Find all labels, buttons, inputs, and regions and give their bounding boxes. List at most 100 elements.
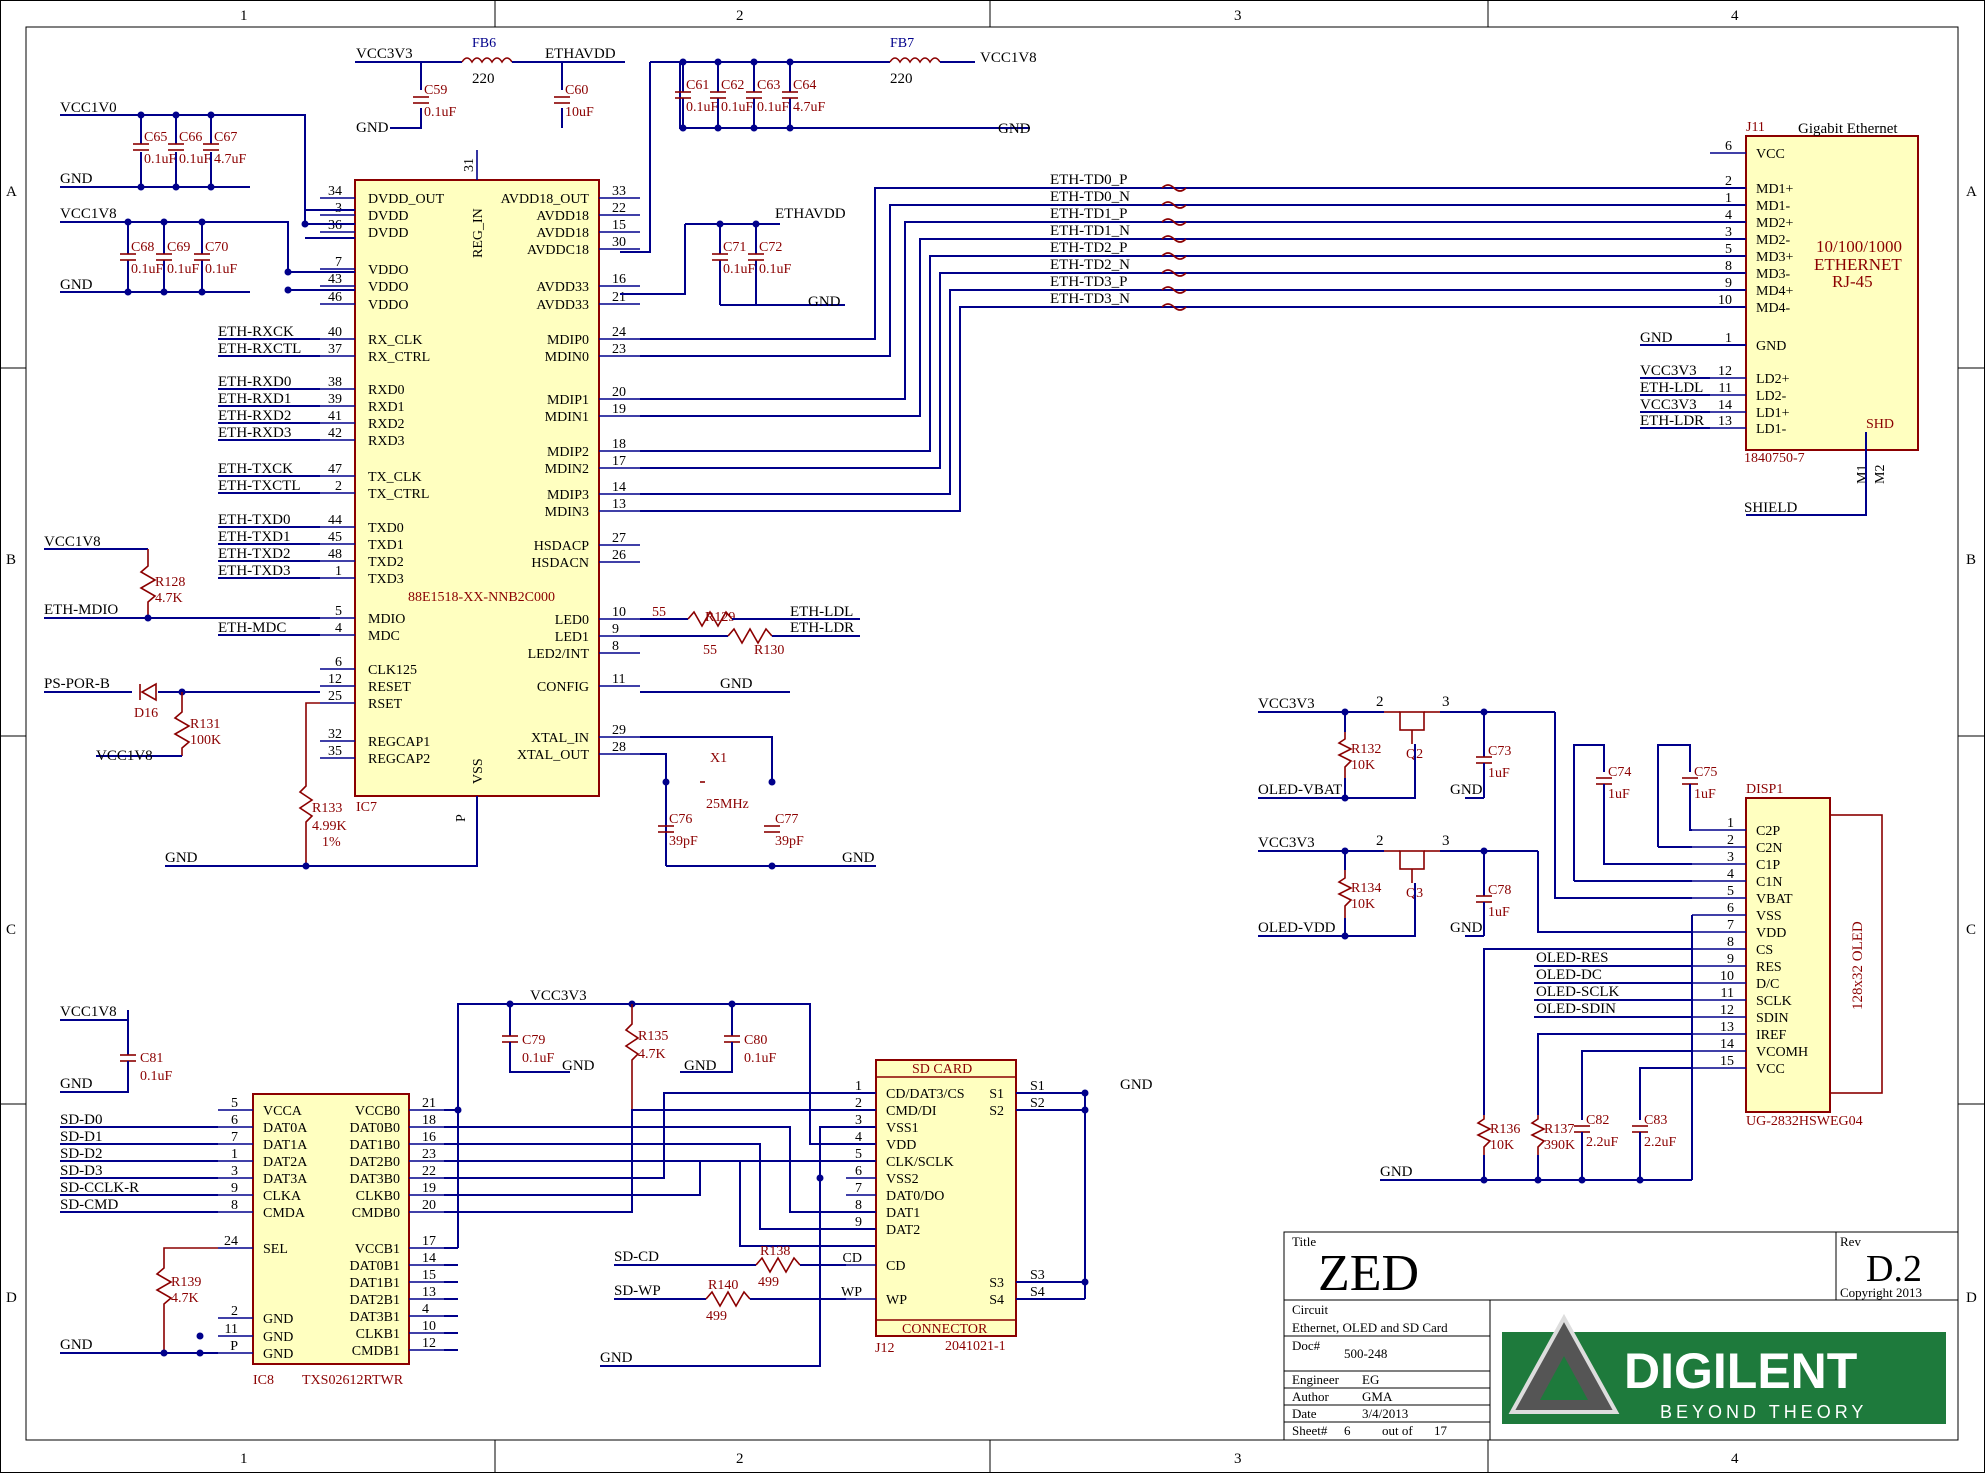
ic7-pin-num: 25: [328, 689, 342, 704]
oled-vbat-label: OLED-VBAT: [1258, 782, 1342, 798]
vcc1v8-label: VCC1V8: [60, 1004, 117, 1020]
oled-pin-num: 14: [1720, 1037, 1734, 1052]
cap-value: 0.1uF: [131, 262, 164, 277]
gnd-label: GND: [1450, 920, 1483, 936]
oled-pin-name: VCOMH: [1756, 1045, 1808, 1060]
shield-num: S3: [1030, 1268, 1045, 1283]
vcc1v8-label: VCC1V8: [96, 748, 153, 764]
disp1-body: [1745, 797, 1831, 1113]
r129-ref: R129: [705, 610, 735, 625]
j12-pin-name: DAT1: [886, 1206, 920, 1221]
mdi-trace: [640, 272, 1746, 469]
xtal-in: [640, 736, 773, 780]
junction-dot: [1081, 1106, 1089, 1114]
row-label-a: A: [6, 184, 17, 200]
ic7-pin-name: TXD0: [368, 521, 404, 536]
junction-dot: [714, 58, 722, 66]
fb7-value: 220: [890, 71, 913, 87]
res-body: [1476, 1115, 1492, 1155]
ic8-pin-name: DAT2B1: [349, 1293, 400, 1308]
cap-value: 0.1uF: [144, 152, 177, 167]
ic8-pin-num: 1: [231, 1147, 238, 1162]
cap-ref: C70: [205, 240, 228, 255]
net-label: ETH-TXD2: [218, 546, 290, 562]
ic7-pin-name: HSDACN: [531, 556, 589, 571]
junction-dot: [750, 58, 758, 66]
sd-net-label: SD-D0: [60, 1112, 103, 1128]
ic7-pin-name: MDIN1: [545, 410, 589, 425]
cap-ref: C66: [179, 130, 202, 145]
net-label: ETH-RXD3: [218, 425, 291, 441]
ic8-pin-num: 17: [422, 1234, 436, 1249]
sd-wp-label: SD-WP: [614, 1283, 661, 1299]
ic7-pin-name: MDIN2: [545, 462, 589, 477]
cap-value: 2.2uF: [1644, 1135, 1677, 1150]
j12-pin-num: WP: [841, 1285, 862, 1300]
ic7-pin-name: MDC: [368, 629, 400, 644]
oled-pin-num: 7: [1727, 918, 1734, 933]
circuit-value: Ethernet, OLED and SD Card: [1292, 1320, 1448, 1335]
junction-dot: [679, 58, 687, 66]
j12-pin-name: CD/DAT3/CS: [886, 1087, 965, 1102]
j11-led-label: VCC3V3: [1640, 363, 1697, 379]
j12-pin-num: 4: [855, 1130, 862, 1145]
cap-value: 1uF: [1488, 905, 1510, 920]
res-ref: R136: [1490, 1122, 1520, 1137]
j11-led-label: ETH-LDL: [1640, 380, 1703, 396]
oled-pin-name: SDIN: [1756, 1011, 1789, 1026]
j12-pin-num: 9: [855, 1215, 862, 1230]
j11-m1: M1: [1855, 465, 1870, 484]
sd-bus-trace: [444, 1092, 876, 1179]
gnd-label: GND: [1450, 782, 1483, 798]
c75-wire-b: [1689, 784, 1692, 831]
ic8-pin-name: CMDA: [263, 1206, 306, 1221]
d16-diode: [140, 682, 157, 702]
j11-pin-name: MD2+: [1756, 216, 1794, 231]
oled-net-label: OLED-SDIN: [1536, 1001, 1616, 1017]
j11-body-1: 10/100/1000: [1816, 237, 1902, 256]
r139-ref: R139: [171, 1275, 201, 1290]
vdd-ctrl: [1258, 883, 1416, 937]
j11-pin-num: 10: [1718, 293, 1732, 308]
r133-body: [298, 702, 320, 866]
ic8-pin-name: GND: [263, 1330, 293, 1345]
net-label: ETH-TXD1: [218, 529, 290, 545]
ic8-pin-name: GND: [263, 1312, 293, 1327]
junction-dot: [662, 778, 670, 786]
ic7-pin-name: RXD1: [368, 400, 405, 415]
ic7-pin-name: RSET: [368, 697, 403, 712]
junction-dot: [786, 58, 794, 66]
ic7-pin-num: 41: [328, 409, 342, 424]
ic8-pin-num: 14: [422, 1251, 436, 1266]
ic8-pin-name: GND: [263, 1347, 293, 1362]
ic7-pin-num: 9: [612, 622, 619, 637]
inner-border: [25, 26, 1959, 1441]
ic7-pin-num: 27: [612, 531, 626, 546]
vcca-wire: [60, 1019, 129, 1055]
fb6-ref: FB6: [472, 36, 496, 51]
ic8-pin-num: 22: [422, 1164, 436, 1179]
cap-value: 1uF: [1608, 787, 1630, 802]
ic8-pin-name: DAT0A: [263, 1121, 308, 1136]
vcc3v3-label: VCC3V3: [1258, 835, 1315, 851]
ic7-pin-num: 38: [328, 375, 342, 390]
vcc1v8-label: VCC1V8: [980, 50, 1037, 66]
junction-dot: [1534, 1176, 1542, 1184]
ic8-ref: IC8: [253, 1373, 274, 1388]
j12-pin-name: DAT2: [886, 1223, 920, 1238]
oled-pin-name: VCC: [1756, 1062, 1785, 1077]
j11-part: 1840750-7: [1744, 451, 1805, 466]
ic8-pin-name: VCCB0: [355, 1104, 400, 1119]
junction-dot: [137, 183, 145, 191]
ic7-pin-num: 5: [335, 604, 342, 619]
ic7-pin-num: 28: [612, 740, 626, 755]
sd-bus-trace: [444, 1160, 876, 1196]
shield-label: SHIELD: [1744, 500, 1797, 516]
junction-dot: [752, 220, 760, 228]
cap-ref: C64: [793, 78, 816, 93]
res-body: [1337, 870, 1353, 918]
j12-body: [875, 1059, 1017, 1337]
ic8-pin-name: DAT1A: [263, 1138, 308, 1153]
ic8-pin-num: 10: [422, 1319, 436, 1334]
fet-body: [1399, 711, 1425, 731]
